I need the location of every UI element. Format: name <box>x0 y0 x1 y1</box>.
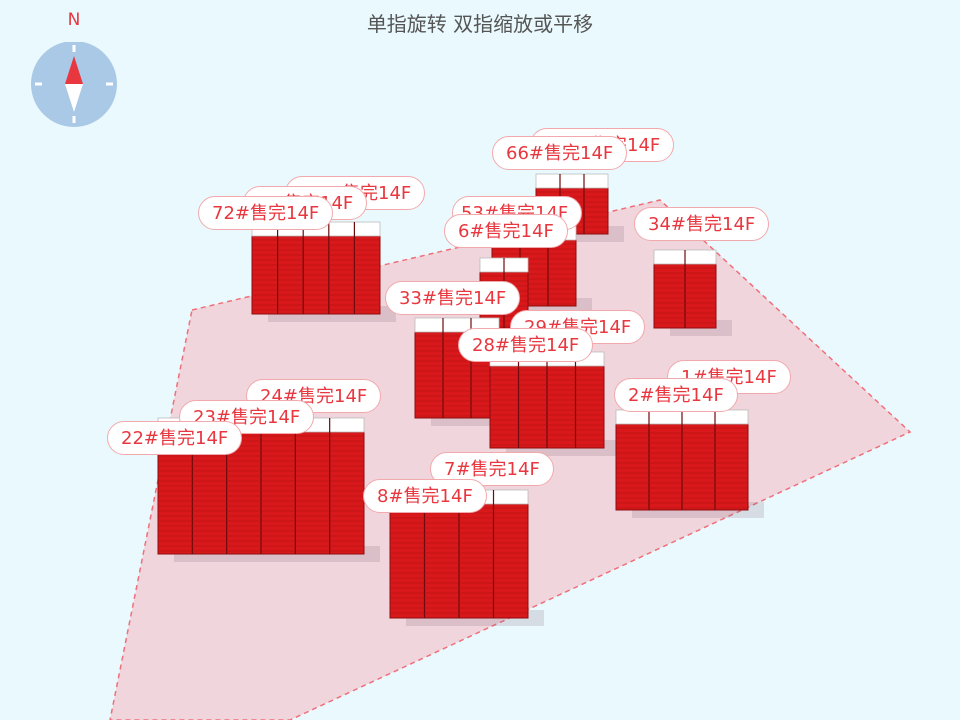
compass-north-label: N <box>67 10 81 30</box>
building-label-34[interactable]: 34#售完14F <box>634 207 770 241</box>
building-label-66[interactable]: 66#售完14F <box>492 136 628 170</box>
compass[interactable]: N <box>30 10 120 130</box>
building-label-7[interactable]: 7#售完14F <box>430 452 554 486</box>
building-roof <box>535 173 609 189</box>
compass-rose-icon <box>31 42 117 127</box>
gesture-hint: 单指旋转 双指缩放或平移 <box>366 12 594 36</box>
building-label-2[interactable]: 2#售完14F <box>614 378 738 412</box>
building-block[interactable] <box>653 249 732 336</box>
building-label-22[interactable]: 22#售完14F <box>107 421 243 455</box>
building-block[interactable] <box>615 409 764 518</box>
building-block[interactable] <box>489 351 620 456</box>
building-label-33[interactable]: 33#售完14F <box>385 281 521 315</box>
building-label-6[interactable]: 6#售完14F <box>444 214 568 248</box>
building-label-72[interactable]: 72#售完14F <box>198 196 334 230</box>
building-label-28[interactable]: 28#售完14F <box>458 328 594 362</box>
building-label-8[interactable]: 8#售完14F <box>363 479 487 513</box>
building-block[interactable] <box>157 417 380 562</box>
building-block[interactable] <box>251 221 396 322</box>
